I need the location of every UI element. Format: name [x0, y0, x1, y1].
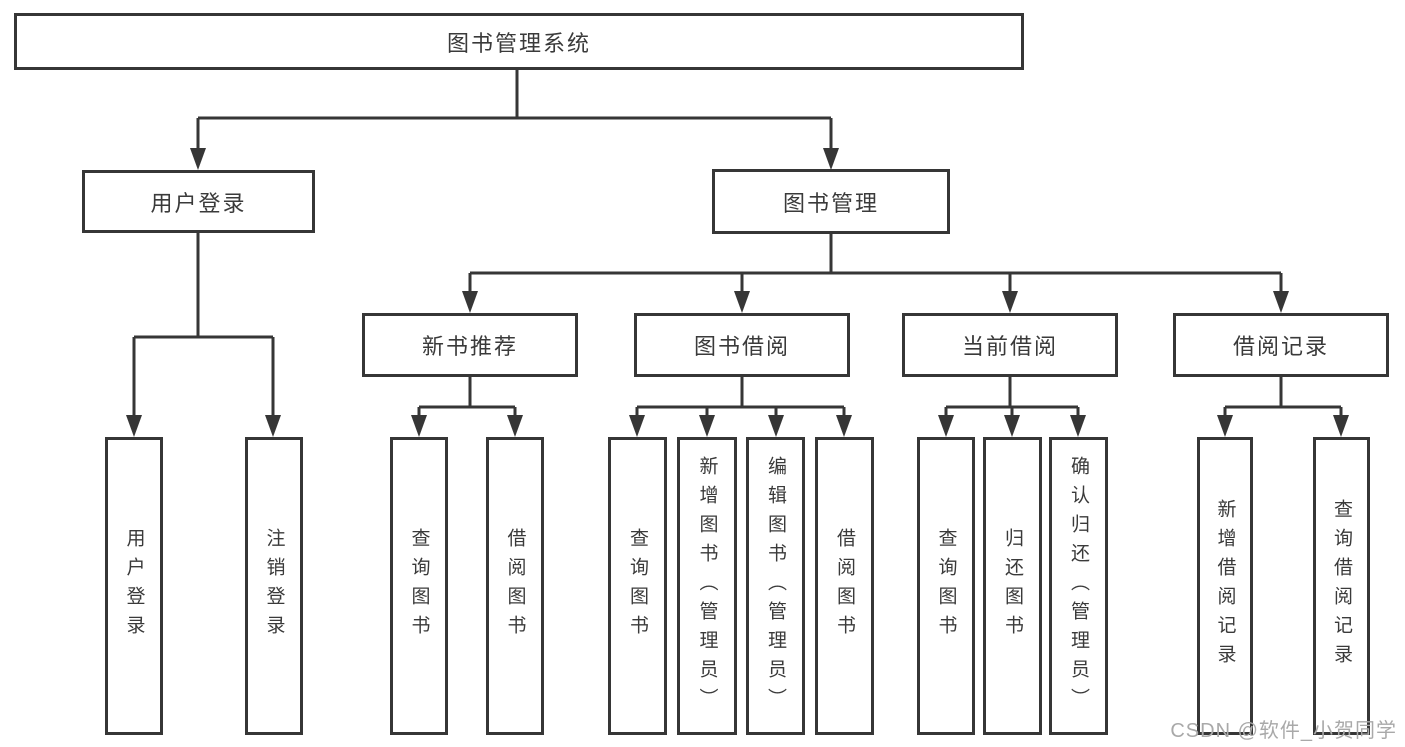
leaf-user-login: 用户登录 — [105, 437, 163, 735]
leaf-query-book: 查询图书 — [390, 437, 448, 735]
leaf-confirm-return-admin: 确认归还（管理员） — [1049, 437, 1108, 735]
node-label: 当前借阅 — [961, 334, 1058, 359]
node-label: 借阅图书 — [504, 528, 526, 644]
node-book-management: 图书管理 — [712, 169, 950, 234]
node-label: 借阅记录 — [1232, 334, 1329, 359]
node-label: 新增图书（管理员） — [696, 455, 718, 717]
node-borrow-records: 借阅记录 — [1173, 313, 1389, 377]
node-label: 编辑图书（管理员） — [765, 455, 786, 717]
node-label: 确认归还（管理员） — [1068, 455, 1089, 717]
leaf-edit-book-admin: 编辑图书（管理员） — [746, 437, 805, 735]
leaf-add-borrow-record: 新增借阅记录 — [1197, 437, 1253, 735]
node-label: 查询图书 — [627, 528, 648, 644]
arrowheads — [126, 148, 1349, 437]
node-label: 图书管理 — [782, 190, 879, 216]
node-label: 图书借阅 — [693, 334, 790, 359]
watermark: CSDN @软件_小贺同学 — [1170, 720, 1397, 742]
node-label: 借阅图书 — [834, 528, 855, 644]
node-new-book-recommend: 新书推荐 — [362, 313, 578, 377]
node-label: 图书管理系统 — [446, 30, 591, 56]
leaf-query-borrow-record: 查询借阅记录 — [1313, 437, 1370, 735]
node-current-borrow: 当前借阅 — [902, 313, 1118, 377]
node-user-login: 用户登录 — [82, 170, 315, 233]
node-label: 新书推荐 — [421, 334, 518, 359]
leaf-query-book: 查询图书 — [608, 437, 667, 735]
node-book-borrow: 图书借阅 — [634, 313, 850, 377]
leaf-borrow-book: 借阅图书 — [815, 437, 874, 735]
node-label: 查询图书 — [935, 528, 957, 644]
leaf-query-book: 查询图书 — [917, 437, 975, 735]
leaf-borrow-book: 借阅图书 — [486, 437, 544, 735]
leaf-return-book: 归还图书 — [983, 437, 1042, 735]
node-label: 用户登录 — [150, 190, 247, 216]
node-label: 归还图书 — [1002, 528, 1023, 644]
node-label: 用户登录 — [123, 528, 145, 644]
leaf-logout: 注销登录 — [245, 437, 303, 735]
node-library-system: 图书管理系统 — [14, 13, 1024, 70]
leaf-add-book-admin: 新增图书（管理员） — [677, 437, 737, 735]
node-label: 新增借阅记录 — [1214, 499, 1236, 673]
node-label: 查询借阅记录 — [1331, 499, 1352, 673]
node-label: 查询图书 — [408, 528, 430, 644]
node-label: 注销登录 — [263, 528, 285, 644]
